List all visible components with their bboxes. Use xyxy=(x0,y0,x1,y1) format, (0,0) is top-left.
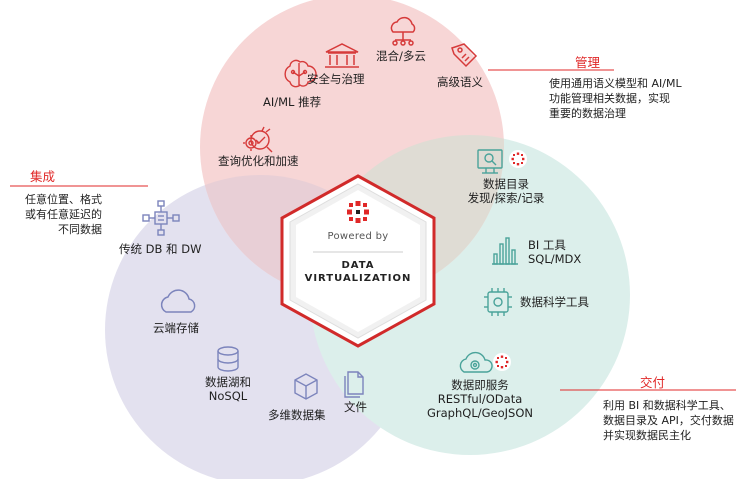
item-files: 文件 xyxy=(344,400,367,414)
service-logo-badge xyxy=(493,353,511,371)
item-hybrid-multicloud: 混合/多云 xyxy=(376,49,426,63)
bank-icon xyxy=(325,43,359,68)
center-powered-by: Powered by xyxy=(327,231,389,242)
catalog-search-icon xyxy=(477,149,503,174)
item-cloud-storage: 云端存储 xyxy=(153,321,199,335)
tag-icon xyxy=(451,43,478,68)
file-icon xyxy=(344,371,364,398)
center-hexagon-core xyxy=(296,190,420,332)
integrate-description: 任意位置、格式 或有任意延迟的 不同数据 xyxy=(25,193,102,236)
cube-icon xyxy=(294,373,318,400)
manage-title: 管理 xyxy=(575,55,601,70)
brain-icon xyxy=(284,59,317,88)
item-query-optimization: 查询优化和加速 xyxy=(218,154,299,168)
manage-description: 使用通用语义模型和 AI/ML 功能管理相关数据，实现 重要的数据治理 xyxy=(549,77,682,120)
item-multidimensional: 多维数据集 xyxy=(268,408,326,422)
query-gear-icon xyxy=(243,126,273,153)
deliver-title: 交付 xyxy=(640,375,666,390)
catalog-logo-badge xyxy=(509,150,527,168)
center-product-name: DATA VIRTUALIZATION xyxy=(304,260,412,284)
item-data-catalog: 数据目录 发现/探索/记录 xyxy=(467,177,545,205)
bar-chart-icon xyxy=(492,237,518,265)
item-security-governance: 安全与治理 xyxy=(307,72,365,86)
item-semantics: 高级语义 xyxy=(437,75,483,89)
cloud-service-icon xyxy=(459,351,493,373)
item-data-science: 数据科学工具 xyxy=(520,295,589,309)
item-bi-tools: BI 工具 SQL/MDX xyxy=(528,238,582,266)
database-icon xyxy=(217,346,239,372)
deliver-description: 利用 BI 和数据科学工具、 数据目录及 API，交付数据 并实现数据民主化 xyxy=(603,399,734,442)
integrate-title: 集成 xyxy=(30,169,56,184)
network-db-icon xyxy=(142,200,180,236)
item-ai-ml: AI/ML 推荐 xyxy=(263,95,322,109)
cloud-network-icon xyxy=(390,16,416,46)
item-data-lake: 数据湖和 NoSQL xyxy=(205,375,251,403)
logo-icon xyxy=(347,201,369,223)
cloud-icon xyxy=(160,289,196,313)
chip-icon xyxy=(484,288,512,316)
item-data-services: 数据即服务 RESTful/OData GraphQL/GeoJSON xyxy=(427,378,533,420)
item-traditional-db: 传统 DB 和 DW xyxy=(119,242,202,256)
